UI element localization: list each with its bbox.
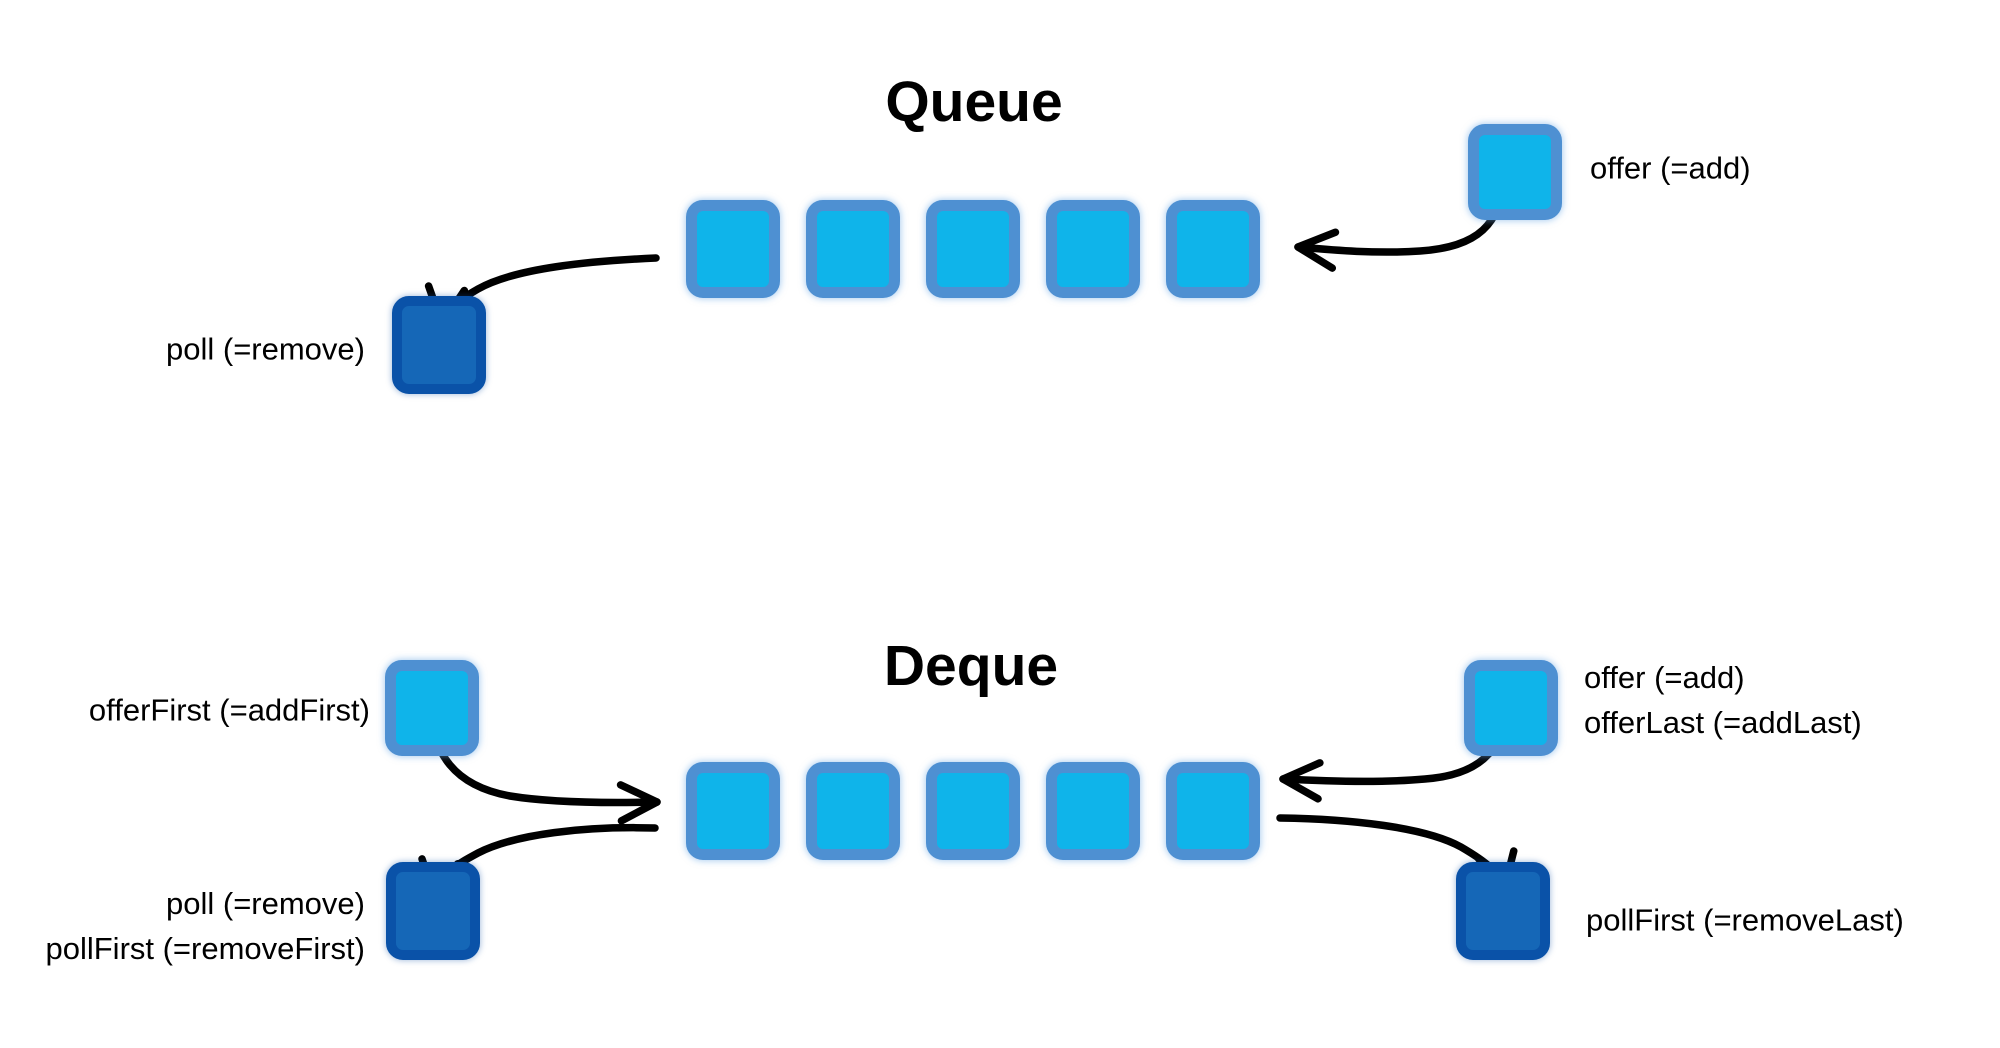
deque-offer-first-cell — [385, 660, 479, 756]
queue-offer-label: offer (=add) — [1590, 150, 1751, 186]
deque-title: Deque — [883, 634, 1059, 699]
deque-cell — [926, 762, 1020, 860]
deque-poll-label-line1: poll (=remove) — [166, 886, 365, 921]
queue-title: Queue — [885, 70, 1063, 135]
deque-poll-last-cell — [1456, 862, 1550, 960]
deque-offer-label-line1: offer (=add) — [1584, 660, 1745, 695]
queue-cell — [1046, 200, 1140, 298]
deque-row — [686, 762, 1260, 860]
queue-poll-cell — [392, 296, 486, 394]
deque-poll-first-label: poll (=remove) pollFirst (=removeFirst) — [45, 881, 365, 971]
deque-offer-label-line2: offerLast (=addLast) — [1584, 705, 1862, 740]
deque-poll-label-line2: pollFirst (=removeFirst) — [45, 931, 365, 966]
deque-offer-first-label: offerFirst (=addFirst) — [88, 692, 370, 728]
queue-row — [686, 200, 1260, 298]
queue-cell — [686, 200, 780, 298]
deque-offer-last-cell — [1464, 660, 1558, 756]
deque-offer-last-label: offer (=add) offerLast (=addLast) — [1584, 655, 1862, 745]
deque-poll-first-cell — [386, 862, 480, 960]
deque-cell — [806, 762, 900, 860]
queue-cell — [806, 200, 900, 298]
deque-cell — [1046, 762, 1140, 860]
queue-offer-cell — [1468, 124, 1562, 220]
deque-cell — [1166, 762, 1260, 860]
deque-poll-last-label: pollFirst (=removeLast) — [1586, 902, 1904, 938]
deque-cell — [686, 762, 780, 860]
queue-cell — [1166, 200, 1260, 298]
queue-cell — [926, 200, 1020, 298]
queue-poll-label: poll (=remove) — [166, 331, 365, 367]
